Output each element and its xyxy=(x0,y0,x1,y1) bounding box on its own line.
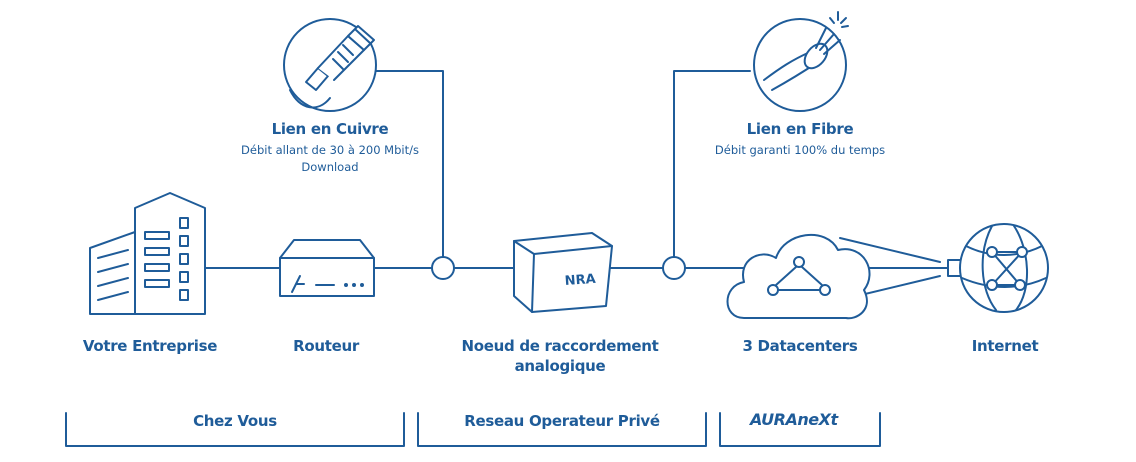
fiber-junction xyxy=(662,256,686,280)
enterprise-label: Votre Entreprise xyxy=(82,337,218,355)
copper-leader-line xyxy=(369,70,444,258)
section-bracket-home xyxy=(65,412,405,447)
copper-link-download: Download xyxy=(301,160,359,174)
nra-label-line1: Noeud de raccordement xyxy=(461,337,659,355)
router-icon xyxy=(279,239,375,297)
nra-box-label: NRA xyxy=(564,272,596,289)
fiber-cable-icon xyxy=(753,11,849,112)
cloud-datacenter-icon xyxy=(726,233,941,320)
internet-label: Internet xyxy=(971,337,1039,355)
fiber-link-title: Lien en Fibre xyxy=(746,120,854,138)
building-icon xyxy=(89,192,206,315)
copper-link-title: Lien en Cuivre xyxy=(271,120,389,138)
fiber-leader-line xyxy=(673,70,751,258)
datacenters-label: 3 Datacenters xyxy=(742,337,858,355)
section-bracket-brand xyxy=(719,412,881,447)
copper-link-speed: Débit allant de 30 à 200 Mbit/s xyxy=(241,143,419,157)
section-home-label: Chez Vous xyxy=(193,412,277,430)
section-bracket-operator xyxy=(417,412,707,447)
auranext-logo: AURAneXt xyxy=(750,410,838,429)
fiber-link-guarantee: Débit garanti 100% du temps xyxy=(714,143,886,157)
copper-cable-icon xyxy=(283,18,377,112)
router-label: Routeur xyxy=(293,337,359,355)
globe-internet-icon xyxy=(947,223,1049,313)
section-operator-label: Reseau Operateur Privé xyxy=(464,412,660,430)
nra-box-icon xyxy=(513,232,613,313)
nra-label-line2: analogique xyxy=(514,357,606,375)
copper-junction xyxy=(431,256,455,280)
